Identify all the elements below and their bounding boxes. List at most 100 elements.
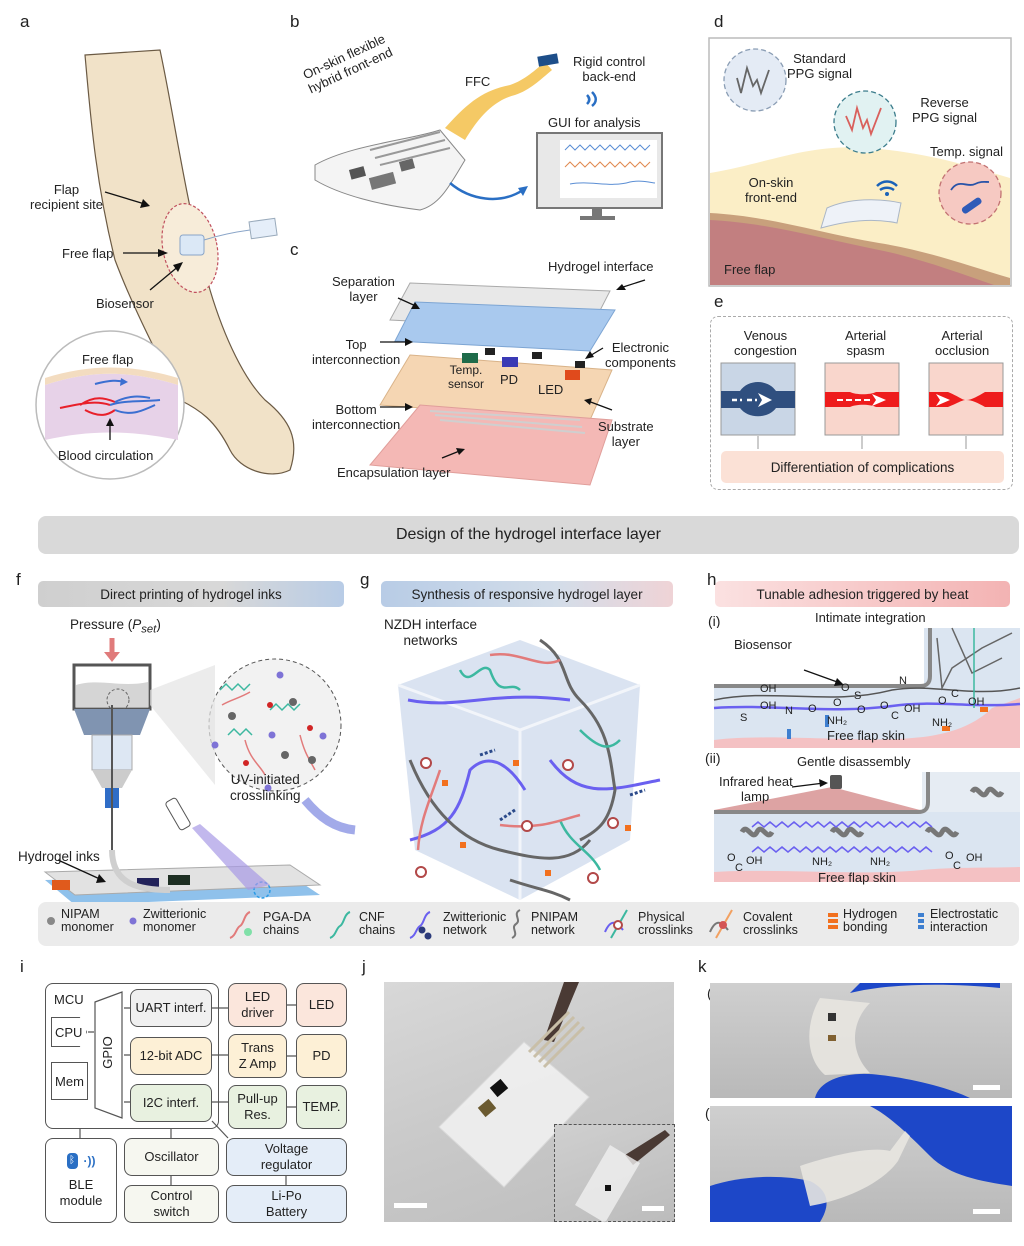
device-body [438, 1041, 590, 1188]
chem-s: S [740, 712, 748, 724]
chem-ii-o1: O [727, 852, 736, 864]
infrared-lamp-icon [830, 775, 842, 789]
chem-ii-o2: O [945, 850, 954, 862]
hydrogel-network-cube [397, 638, 661, 902]
uv-beam [192, 824, 270, 890]
bluetooth-icon: ᛒ [66, 1152, 78, 1169]
signal-trace-temp [569, 180, 656, 185]
temp-signal-trace [950, 180, 990, 191]
chem-sulfonate-o3: O [857, 704, 866, 716]
free-flap-label: Free flap [62, 246, 114, 261]
hydrogel-interface-label: Hydrogel interface [548, 259, 654, 274]
signals-scene [708, 37, 1012, 287]
cnf-chains [458, 666, 621, 871]
glove-right [870, 1106, 1012, 1186]
arterial-occlusion-label: Arterial occlusion [935, 328, 990, 358]
occluded-artery [929, 392, 1003, 407]
temp-block: TEMP. [296, 1085, 347, 1129]
h-ii-tag: (ii) [705, 750, 721, 766]
chem-ii-nh2-2: NH₂ [870, 856, 891, 868]
device-inset-photo [554, 1124, 675, 1223]
flexible-front-end [314, 129, 466, 211]
ffc-label: FFC [465, 74, 491, 89]
panel-f-header: Direct printing of hydrogel inks [38, 581, 344, 607]
uv-crosslinking-label: UV-initiated crosslinking [230, 772, 301, 803]
gpio-trapezoid [94, 991, 123, 1119]
panel-g-header: Synthesis of responsive hydrogel layer [381, 581, 673, 607]
panel-a-letter: a [20, 12, 30, 31]
free-flap-skin-label-ii: Free flap skin [818, 870, 897, 885]
panel-d-letter: d [714, 12, 724, 31]
h-i-tag: (i) [708, 613, 721, 629]
skin-layer-ii [714, 867, 1020, 882]
ffc-cable [445, 62, 552, 140]
panel-g-letter: g [360, 570, 370, 589]
differentiation-box: Differentiation of complications [721, 451, 1004, 483]
reverse-ppg-trace [845, 104, 882, 137]
chem-n: N [785, 705, 793, 717]
chem-n-plus: N [899, 675, 907, 687]
panel-k-letter: k [698, 957, 707, 976]
inset-free-flap-label: Free flap [82, 352, 134, 367]
mcu-block [45, 983, 219, 1129]
uv-lamp [165, 797, 191, 831]
biosensor-module [248, 217, 278, 240]
chem-ii-nh2-1: NH₂ [812, 856, 833, 868]
rigid-back-end-chip [537, 53, 559, 67]
hydrogel-inks-label: Hydrogel inks [18, 849, 100, 864]
chem-ii-oh2: OH [966, 852, 983, 864]
chem-sulfonate-o: O [841, 682, 850, 694]
encapsulation-layer-label: Encapsulation layer [337, 465, 451, 480]
chem-oh-acid: OH [904, 703, 921, 715]
panel-c-letter: c [290, 240, 299, 259]
congested-vein [721, 382, 795, 417]
free-flap-tissue-label: Free flap [724, 262, 776, 277]
standard-ppg-label: Standard PPG signal [787, 51, 853, 81]
panel-b-letter: b [290, 12, 300, 31]
shrunk-pnipam-coils [739, 786, 1005, 838]
glove-bottom [815, 1073, 970, 1098]
chem-ii-c1: C [735, 862, 743, 874]
blood-circulation-label: Blood circulation [58, 448, 154, 463]
pnipam-network-icon [511, 909, 521, 939]
gui-label: GUI for analysis [548, 115, 641, 130]
uart-block: UART interf. [130, 989, 212, 1027]
free-flap-skin-label-i: Free flap skin [827, 728, 906, 743]
wireless-icon [586, 91, 597, 107]
panel-h-letter: h [707, 570, 717, 589]
panel-e-letter: e [714, 292, 724, 311]
chem-oh-1: OH [760, 683, 777, 695]
chem-c-acid2: C [951, 688, 959, 700]
cpu-block: CPU [51, 1017, 87, 1047]
zwitterionic-monomer-icon [129, 917, 137, 925]
led-label: LED [538, 382, 564, 397]
mcu-label: MCU [54, 992, 84, 1007]
separation-layer-label: Separation layer [332, 274, 395, 304]
chem-o-quinone: O [808, 703, 817, 715]
chem-oh-2: OH [760, 700, 777, 712]
rigid-back-end-label: Rigid control back-end [573, 54, 646, 84]
bottom-interconnection-label: Bottom interconnection [312, 402, 401, 432]
chem-c-acid: C [891, 710, 899, 722]
biosensor-substrate-ii [714, 772, 930, 814]
cnf-chain-icon [329, 911, 351, 939]
biosensor-substrate [714, 628, 932, 688]
scale-bar [394, 1203, 427, 1208]
venous-congestion-label: Venous congestion [734, 328, 797, 358]
gentle-disassembly-label: Gentle disassembly [797, 754, 911, 769]
led-chip [565, 370, 580, 380]
hydrogen-bond-icon [828, 913, 838, 930]
biosensor-patch [179, 234, 205, 256]
